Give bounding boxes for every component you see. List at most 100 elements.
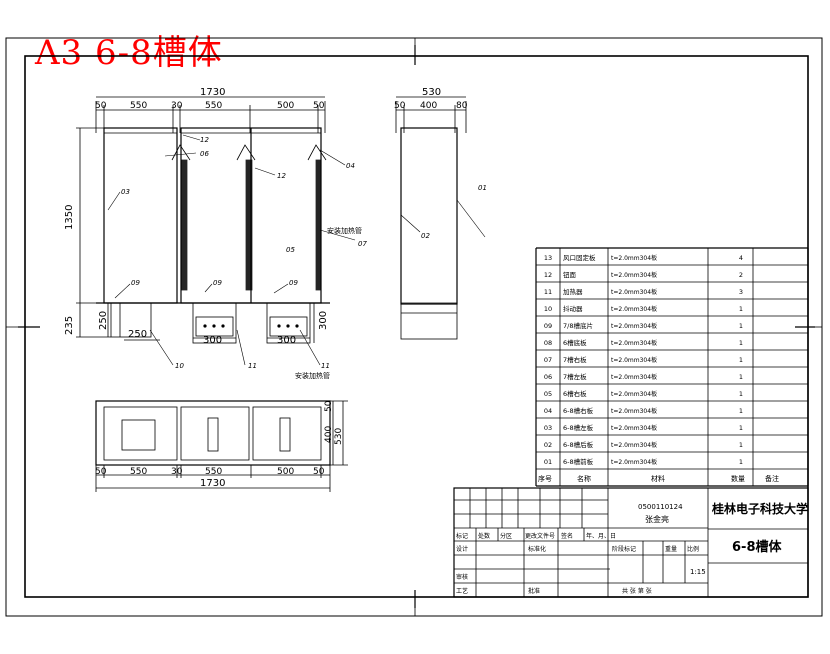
bom-row-spec: t=2.0mm304板 (611, 373, 657, 381)
tb-role-review: 审核 (456, 573, 468, 581)
bom-row-qty: 1 (739, 305, 743, 313)
callout-04: 04 (346, 162, 355, 170)
bom-row-qty: 3 (739, 288, 743, 296)
tb-stage-scale: 比例 (687, 545, 699, 553)
dim-plan-seg-6: 50 (313, 467, 325, 477)
dim-side-seg-3: 80 (456, 101, 468, 111)
bom-row-spec: t=2.0mm304板 (611, 271, 657, 279)
university-name: 桂林电子科技大学 (711, 501, 808, 516)
drawing-title: 6-8槽体 (732, 539, 782, 555)
bom-row-spec: t=2.0mm304板 (611, 441, 657, 449)
side-view: 530 50 400 80 01 02 (394, 87, 487, 340)
callout-09b: 09 (213, 279, 222, 287)
bom-header-qty: 数量 (731, 474, 745, 483)
tb-stage-weight: 重量 (665, 545, 677, 553)
dim-front-seg-3: 30 (171, 101, 183, 111)
dim-front-seg-2: 550 (130, 101, 147, 111)
tb-row-label-5: 签名 (561, 532, 573, 540)
callout-01: 01 (478, 184, 487, 192)
callout-11b: 11 (321, 362, 330, 370)
bom-row-no: 04 (544, 407, 552, 415)
bom-row-name: 抖动器 (563, 304, 583, 313)
tb-row-label-4: 更改文件号 (525, 532, 555, 540)
bom-row-spec: t=2.0mm304板 (611, 305, 657, 313)
dim-plan-seg-4: 550 (205, 467, 222, 477)
bom-row-spec: t=2.0mm304板 (611, 356, 657, 364)
bom-row-name: 6槽右板 (563, 389, 587, 398)
bom-row-spec: t=2.0mm304板 (611, 407, 657, 415)
dim-plan-right-1: 50 (324, 400, 334, 412)
dim-front-seg-1: 50 (95, 101, 107, 111)
tb-sheet-label: 共 张 第 张 (622, 587, 652, 595)
callout-10: 10 (175, 362, 184, 370)
callout-05: 05 (286, 246, 295, 254)
dim-front-seg-6: 50 (313, 101, 325, 111)
bom-row-spec: t=2.0mm304板 (611, 339, 657, 347)
bom-row-qty: 1 (739, 322, 743, 330)
student-id: 0500110124 (638, 503, 683, 511)
tb-row-label-6: 年、月、日 (586, 532, 616, 540)
dim-plan-seg-1: 50 (95, 467, 107, 477)
callout-12a: 12 (200, 136, 209, 144)
callout-02: 02 (421, 232, 430, 240)
dim-front-height: 1350 (64, 205, 75, 230)
callout-09c: 09 (289, 279, 298, 287)
note-heater-a: 安装加热管 (327, 226, 362, 235)
dim-plan-seg-3: 30 (171, 467, 183, 477)
bom-row-name: 6-8槽左板 (563, 423, 594, 432)
bom-row-qty: 4 (739, 254, 743, 262)
dim-front-total: 1730 (200, 87, 225, 98)
bom-row-no: 11 (544, 288, 552, 296)
tb-role-craft: 工艺 (456, 587, 468, 595)
front-view: 1730 50 550 30 550 500 50 (64, 87, 367, 380)
bom-row-qty: 1 (739, 407, 743, 415)
bom-row-qty: 1 (739, 441, 743, 449)
dim-plan-total: 1730 (200, 478, 225, 489)
tb-row-label-1: 标记 (456, 532, 468, 540)
callout-12b: 12 (277, 172, 286, 180)
tb-role-standard: 标准化 (528, 545, 546, 553)
bom-row-no: 05 (544, 390, 552, 398)
bom-row-name: 6-8槽前板 (563, 457, 594, 466)
tb-row-label-2: 处数 (478, 532, 490, 540)
bom-row-name: 7槽右板 (563, 355, 587, 364)
plan-view: 50 550 30 550 500 50 1730 50 400 530 (95, 400, 348, 492)
bom-row-no: 01 (544, 458, 552, 466)
bom-row-no: 03 (544, 424, 552, 432)
student-name: 张金亮 (645, 514, 669, 524)
bom-row-name: 钮面 (563, 270, 577, 279)
bom-row-qty: 1 (739, 356, 743, 364)
bom-row-spec: t=2.0mm304板 (611, 322, 657, 330)
dim-plan-seg-5: 500 (277, 467, 294, 477)
bom-row-qty: 1 (739, 373, 743, 381)
tb-role-approve: 批准 (528, 587, 540, 595)
dim-side-total: 530 (422, 87, 441, 98)
bom-row-spec: t=2.0mm304板 (611, 424, 657, 432)
bom-row-no: 07 (544, 356, 552, 364)
bom-row-qty: 1 (739, 339, 743, 347)
bom-row-name: 6-8槽右板 (563, 406, 594, 415)
bom-row-no: 13 (544, 254, 552, 262)
bom-row-qty: 1 (739, 458, 743, 466)
bom-row-name: 6-8槽后板 (563, 440, 594, 449)
bom-row-no: 10 (544, 305, 552, 313)
bom-row-no: 12 (544, 271, 552, 279)
callout-07: 07 (358, 240, 367, 248)
note-heater-b: 安装加热管 (295, 371, 330, 380)
bom-row-spec: t=2.0mm304板 (611, 288, 657, 296)
bom-row-no: 02 (544, 441, 552, 449)
bom-row-qty: 1 (739, 390, 743, 398)
outer-border (5, 37, 823, 617)
bom-row-no: 06 (544, 373, 552, 381)
bom-header-no: 序号 (538, 474, 552, 483)
bom-row-no: 08 (544, 339, 552, 347)
dim-plan-right-2: 400 (324, 426, 334, 443)
bom-row-name: 6槽底板 (563, 338, 587, 347)
tb-role-design: 设计 (456, 545, 468, 553)
bom-row-qty: 2 (739, 271, 743, 279)
dim-box-width-1: 300 (203, 335, 222, 346)
dim-front-seg-4: 550 (205, 101, 222, 111)
bom-row-no: 09 (544, 322, 552, 330)
